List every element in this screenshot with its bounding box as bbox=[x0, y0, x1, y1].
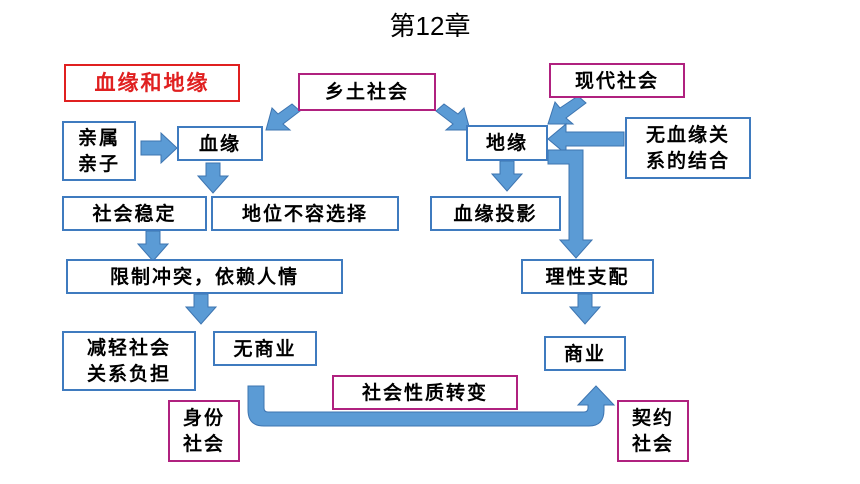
arrow-xiandai-to-diyuan bbox=[547, 95, 587, 125]
arrow-xiangtu-to-xueyuan bbox=[265, 103, 301, 131]
node-qiyue-shehui: 契约 社会 bbox=[617, 400, 689, 462]
node-wuxue-line1: 无血缘关 bbox=[645, 124, 730, 146]
node-wu-xueyuan-guanxi: 无血缘关 系的结合 bbox=[625, 117, 751, 179]
node-jianqing-line2: 关系负担 bbox=[86, 363, 171, 385]
arrow-xiangtu-to-diyuan bbox=[435, 103, 471, 131]
arrow-qinshu-to-xueyuan bbox=[140, 131, 178, 165]
arrow-wending-down bbox=[136, 230, 170, 262]
arrow-diyuan-down bbox=[490, 160, 524, 192]
node-xiangtu-shehui: 乡土社会 bbox=[298, 73, 436, 111]
node-wu-shangye: 无商业 bbox=[213, 331, 317, 366]
node-qinshu-line2: 亲子 bbox=[77, 153, 120, 175]
node-shenfen-line1: 身份 bbox=[182, 407, 225, 429]
page-title: 第12章 bbox=[389, 11, 471, 41]
node-wuxue-line2: 系的结合 bbox=[645, 150, 730, 172]
arrow-society-change bbox=[247, 385, 616, 427]
node-jianqing-guanxi-fudan: 减轻社会 关系负担 bbox=[62, 331, 196, 391]
node-shenfen-shehui: 身份 社会 bbox=[168, 400, 240, 462]
node-qinshu-qinzi: 亲属 亲子 bbox=[62, 121, 136, 181]
arrow-wuxue-to-diyuan bbox=[547, 122, 625, 156]
node-shehui-xingzhi-zhuanbian: 社会性质转变 bbox=[332, 375, 518, 410]
node-qiyue-line1: 契约 bbox=[631, 407, 674, 429]
node-diyuan: 地缘 bbox=[466, 125, 548, 161]
node-jianqing-line1: 减轻社会 bbox=[86, 337, 171, 359]
node-shehui-wending: 社会稳定 bbox=[62, 196, 207, 231]
node-xueyuan: 血缘 bbox=[177, 126, 263, 161]
arrow-xianzhi-down bbox=[184, 293, 218, 325]
node-shangye: 商业 bbox=[544, 336, 626, 371]
node-xiandai-shehui: 现代社会 bbox=[549, 63, 685, 98]
node-xueyuan-touying: 血缘投影 bbox=[430, 196, 561, 231]
arrow-xueyuan-down bbox=[196, 162, 230, 194]
node-qinshu-line1: 亲属 bbox=[77, 127, 120, 149]
section-heading: 血缘和地缘 bbox=[64, 64, 240, 102]
arrow-diyuan-to-lixing bbox=[547, 149, 594, 259]
node-diwei-burong-xuanze: 地位不容选择 bbox=[211, 196, 399, 231]
node-lixing-zhipei: 理性支配 bbox=[521, 259, 654, 294]
arrow-lixing-down bbox=[568, 293, 602, 325]
node-xianzhi-chongtu: 限制冲突，依赖人情 bbox=[66, 259, 343, 294]
node-shenfen-line2: 社会 bbox=[182, 433, 225, 455]
node-qiyue-line2: 社会 bbox=[631, 433, 674, 455]
